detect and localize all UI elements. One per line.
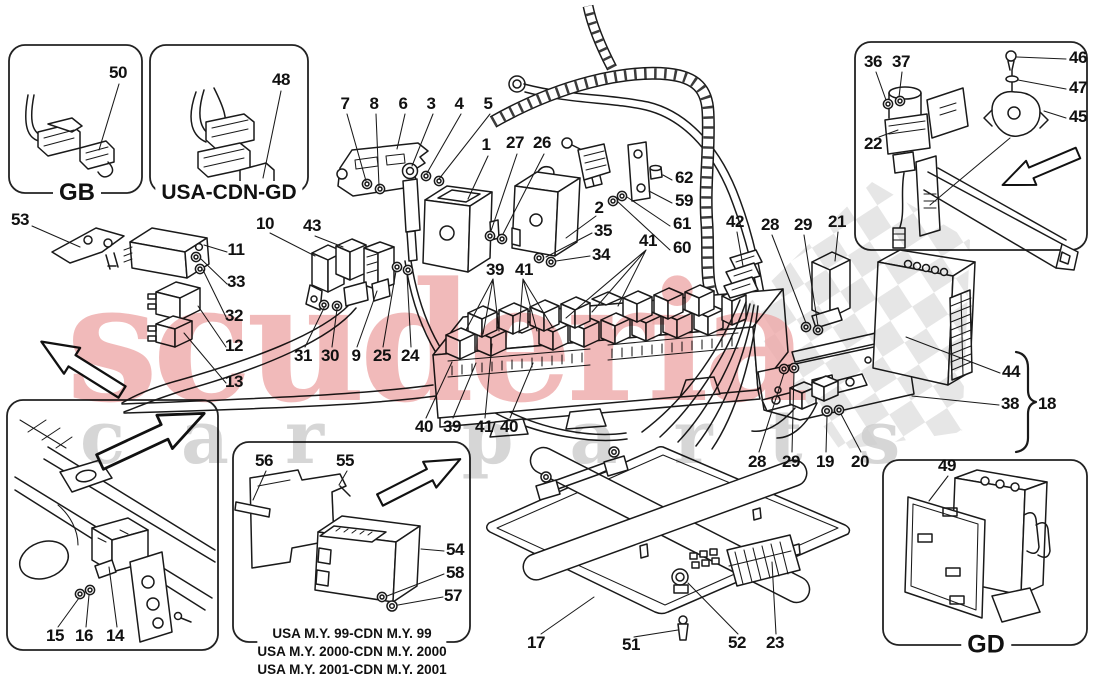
part-number-39: 39 xyxy=(486,260,504,279)
part-number-41: 41 xyxy=(515,260,533,279)
relay-12 xyxy=(147,281,201,321)
part-number-25: 25 xyxy=(373,346,391,365)
ecu-1 xyxy=(422,185,508,273)
part-number-61: 61 xyxy=(673,214,691,233)
part-number-40: 40 xyxy=(500,417,518,436)
inset-bottom-left-chassis xyxy=(14,419,216,643)
part-number-50: 50 xyxy=(109,63,127,82)
part-number-36: 36 xyxy=(864,52,882,71)
rod-linkage xyxy=(401,162,628,442)
part-number-18: 18 xyxy=(1038,394,1056,413)
part-number-15: 15 xyxy=(46,626,64,645)
part-number-28: 28 xyxy=(761,215,779,234)
part-number-51: 51 xyxy=(622,635,640,654)
part-number-41: 41 xyxy=(639,231,657,250)
inset-label-usa-cdn-gd: USA-CDN-GD xyxy=(155,181,303,205)
part-number-33: 33 xyxy=(227,272,245,291)
part-number-16: 16 xyxy=(75,626,93,645)
inset-top-right-parts xyxy=(882,50,1079,271)
model-year-line-3: USA M.Y. 2001-CDN M.Y. 2001 xyxy=(257,662,447,677)
part-number-7: 7 xyxy=(340,94,350,113)
ecu-18 xyxy=(872,249,976,386)
part-number-3: 3 xyxy=(426,94,436,113)
part-number-4: 4 xyxy=(454,94,464,113)
tray-17 xyxy=(486,446,851,641)
part-number-40: 40 xyxy=(415,417,433,436)
part-number-12: 12 xyxy=(225,336,243,355)
part-number-19: 19 xyxy=(816,452,834,471)
part-number-56: 56 xyxy=(255,451,273,470)
relay-cluster-10-43 xyxy=(121,238,414,413)
ecu-26 xyxy=(511,165,581,268)
part-number-13: 13 xyxy=(225,372,243,391)
part-number-30: 30 xyxy=(321,346,339,365)
inset-gb-connector xyxy=(25,94,115,178)
inset-box-bottom-left xyxy=(6,399,219,651)
part-number-29: 29 xyxy=(794,215,812,234)
sensor-assembly xyxy=(561,137,663,207)
model-year-line-2: USA M.Y. 2000-CDN M.Y. 2000 xyxy=(257,644,447,659)
relay-13 xyxy=(147,315,193,348)
part-number-53: 53 xyxy=(11,210,29,229)
part-number-21: 21 xyxy=(828,212,846,231)
part-number-35: 35 xyxy=(594,221,612,240)
inset-model-years-parts xyxy=(234,469,421,612)
inset-gd-ecu xyxy=(904,469,1051,623)
ecu-11 xyxy=(123,227,210,279)
part-number-27: 27 xyxy=(506,133,524,152)
part-number-48: 48 xyxy=(272,70,290,89)
part-number-52: 52 xyxy=(728,633,746,652)
part-number-39: 39 xyxy=(443,417,461,436)
part-number-9: 9 xyxy=(351,346,361,365)
part-number-11: 11 xyxy=(227,240,245,259)
part-number-22: 22 xyxy=(864,134,882,153)
bracket-53 xyxy=(51,227,125,270)
part-number-57: 57 xyxy=(444,586,462,605)
part-number-47: 47 xyxy=(1069,78,1087,97)
part-number-6: 6 xyxy=(398,94,408,113)
part-number-8: 8 xyxy=(369,94,379,113)
part-number-44: 44 xyxy=(1002,362,1020,381)
part-number-14: 14 xyxy=(106,626,124,645)
group-brace-18 xyxy=(1014,350,1038,454)
part-number-26: 26 xyxy=(533,133,551,152)
part-number-41: 41 xyxy=(475,417,493,436)
part-number-60: 60 xyxy=(673,238,691,257)
part-number-54: 54 xyxy=(446,540,464,559)
part-number-23: 23 xyxy=(766,633,784,652)
part-number-58: 58 xyxy=(446,563,464,582)
inset-box-top-right xyxy=(854,41,1088,251)
part-number-5: 5 xyxy=(483,94,493,113)
inset-label-gb: GB xyxy=(53,179,101,207)
part-number-43: 43 xyxy=(303,216,321,235)
part-number-2: 2 xyxy=(594,198,604,217)
part-number-1: 1 xyxy=(481,135,491,154)
model-year-notes: USA M.Y. 99-CDN M.Y. 99 USA M.Y. 2000-CD… xyxy=(257,625,447,679)
part-number-37: 37 xyxy=(892,52,910,71)
part-number-34: 34 xyxy=(592,245,610,264)
part-number-24: 24 xyxy=(401,346,419,365)
part-number-42: 42 xyxy=(726,212,744,231)
part-number-10: 10 xyxy=(256,214,274,233)
part-number-17: 17 xyxy=(527,633,545,652)
part-number-45: 45 xyxy=(1069,107,1087,126)
part-number-38: 38 xyxy=(1001,394,1019,413)
part-number-49: 49 xyxy=(938,456,956,475)
model-year-line-1: USA M.Y. 99-CDN M.Y. 99 xyxy=(257,625,447,643)
part-number-46: 46 xyxy=(1069,48,1087,67)
inset-label-gd: GD xyxy=(961,630,1011,660)
part-number-20: 20 xyxy=(851,452,869,471)
part-number-59: 59 xyxy=(675,191,693,210)
part-number-29: 29 xyxy=(782,452,800,471)
part-number-32: 32 xyxy=(225,306,243,325)
part-number-31: 31 xyxy=(294,346,312,365)
part-number-55: 55 xyxy=(336,451,354,470)
part-number-28: 28 xyxy=(748,452,766,471)
part-number-62: 62 xyxy=(675,168,693,187)
